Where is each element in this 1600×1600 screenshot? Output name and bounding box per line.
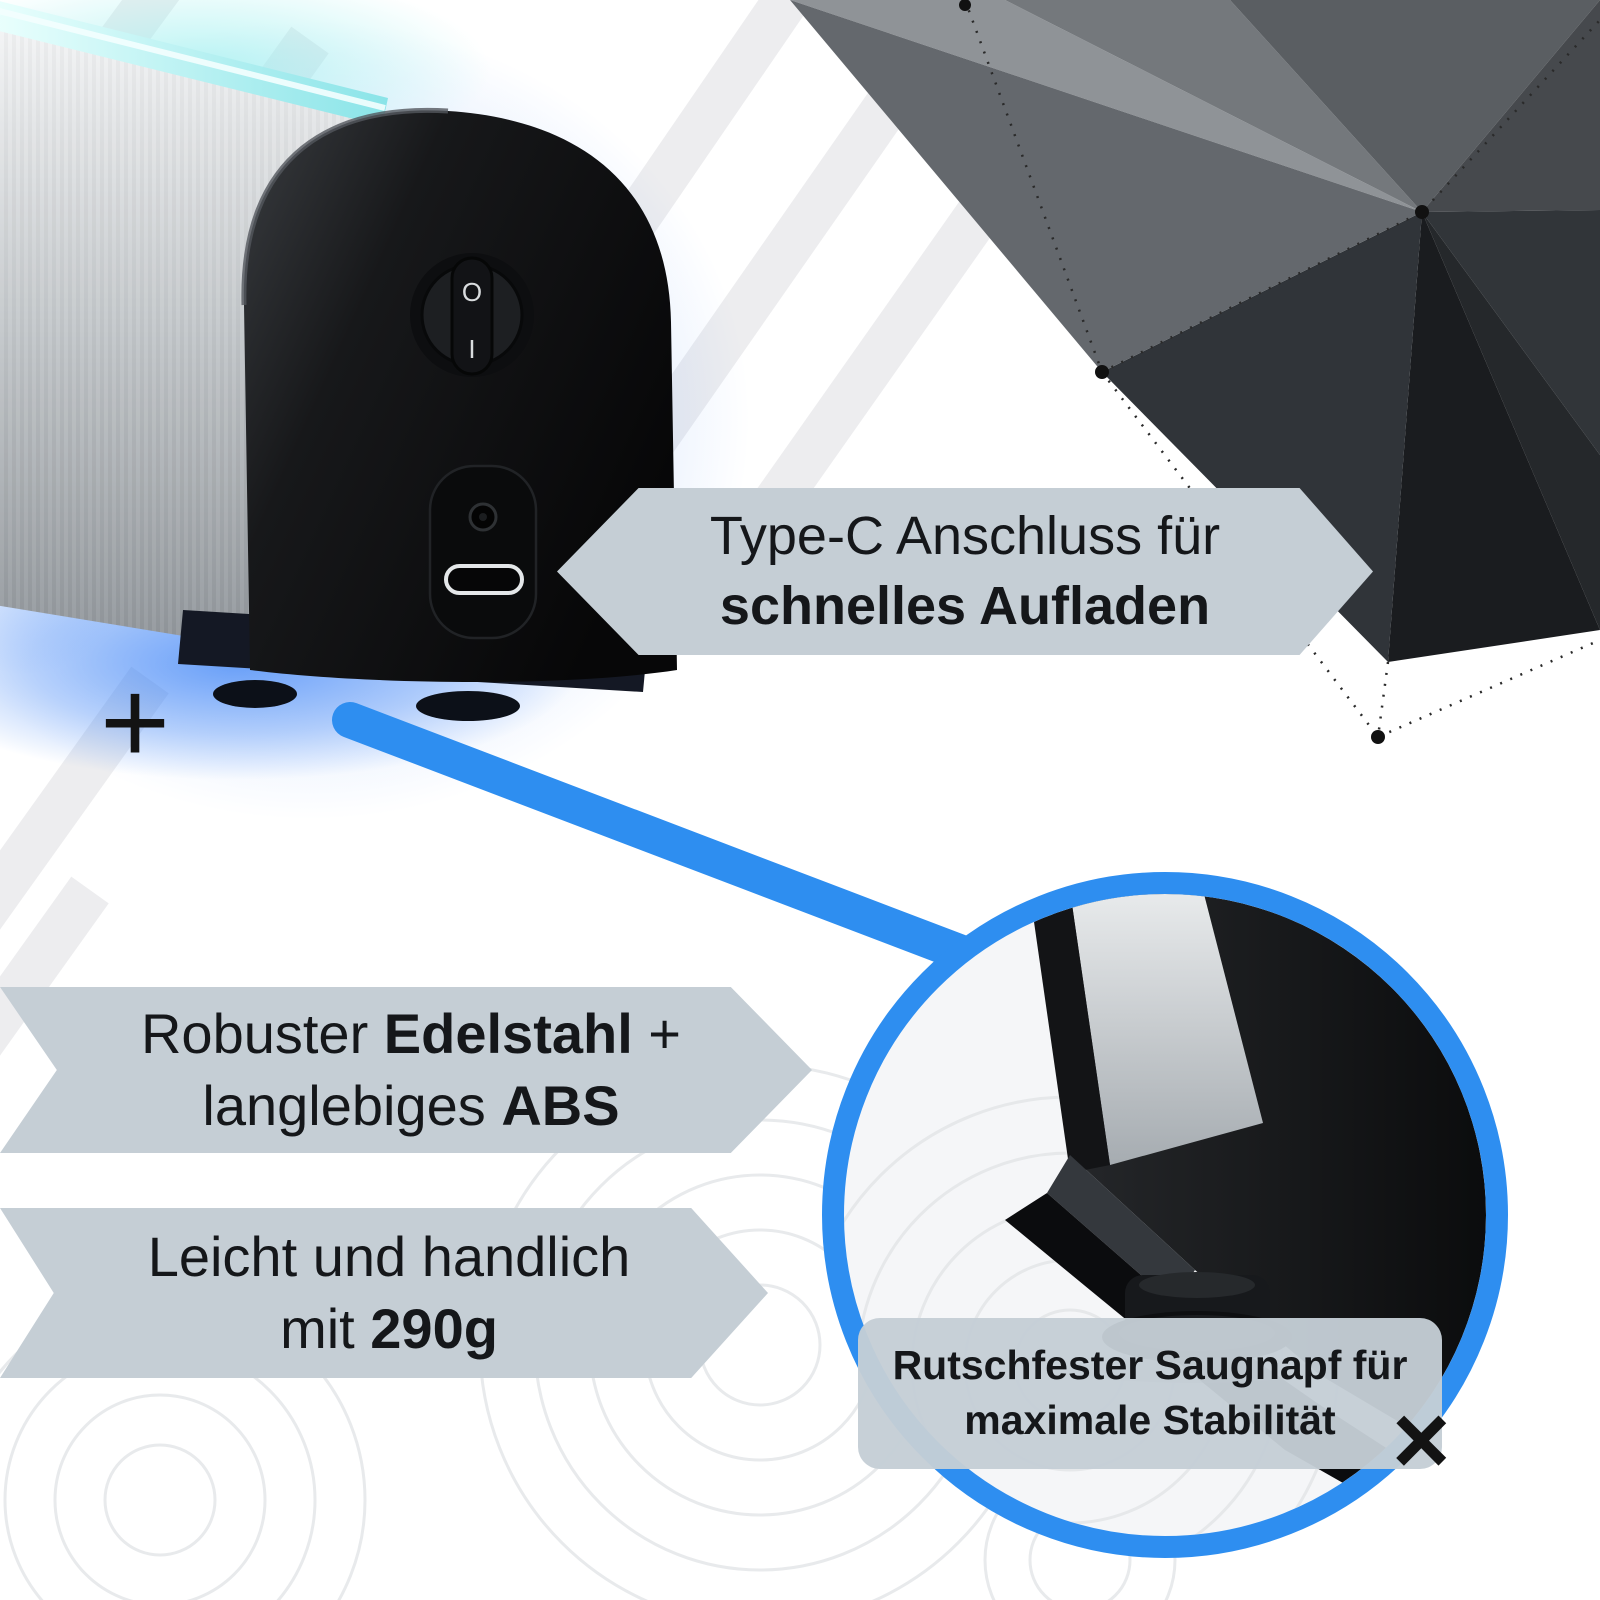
x-icon: × [1392,1384,1451,1496]
suction-foot-left [213,680,297,708]
callout-weight-line2: mit 290g [280,1293,498,1365]
wireframe-dotted-lines [963,0,1600,740]
callout-suction-badge: Rutschfester Saugnapf für maximale Stabi… [858,1318,1442,1469]
closeup-bevel-facet [1047,1155,1195,1303]
closeup-frame-edge [1027,894,1110,1173]
material-line1-bold: Edelstahl [383,1002,633,1066]
zoom-connector-line [332,702,998,978]
led-light-strip-highlight [0,8,386,111]
led-light-strip [0,1,388,126]
power-switch[interactable]: O I [410,253,534,377]
callout-weight: Leicht und handlich mit 290g [0,1208,768,1378]
callout-material: Robuster Edelstahl + langlebiges ABS [0,987,812,1153]
charging-port-recess [428,464,538,640]
callout-material-line2: langlebiges ABS [202,1070,619,1142]
wireframe-vertex-dots [959,0,1429,744]
switch-off-mark: O [462,277,482,307]
material-line2-normal: langlebiges [202,1074,502,1137]
material-line1-normal: Robuster [140,1002,384,1066]
material-line1-suffix: + [632,1002,682,1066]
product-device: O I [0,0,750,820]
abs-end-cap [243,110,677,683]
closeup-steel-panel [1067,894,1263,1165]
plus-icon: + [100,655,171,789]
weight-line2-bold: 290g [370,1297,498,1360]
callout-type-c-line2: schnelles Aufladen [719,575,1211,636]
callout-type-c: Type-C Anschluss für schnelles Aufladen [557,488,1373,655]
switch-on-mark: I [468,334,475,364]
callout-type-c-line1: Type-C Anschluss für [709,506,1221,567]
suction-foot-right [416,691,520,721]
material-line2-bold: ABS [501,1074,620,1137]
callout-weight-line1: Leicht und handlich [147,1225,631,1289]
callout-material-line1: Robuster Edelstahl + [141,998,681,1070]
weight-line2-normal: mit [280,1297,371,1360]
closeup-blue-ring [822,872,1508,1558]
usb-c-port[interactable] [444,564,524,595]
cap-edge-highlight [241,107,449,306]
